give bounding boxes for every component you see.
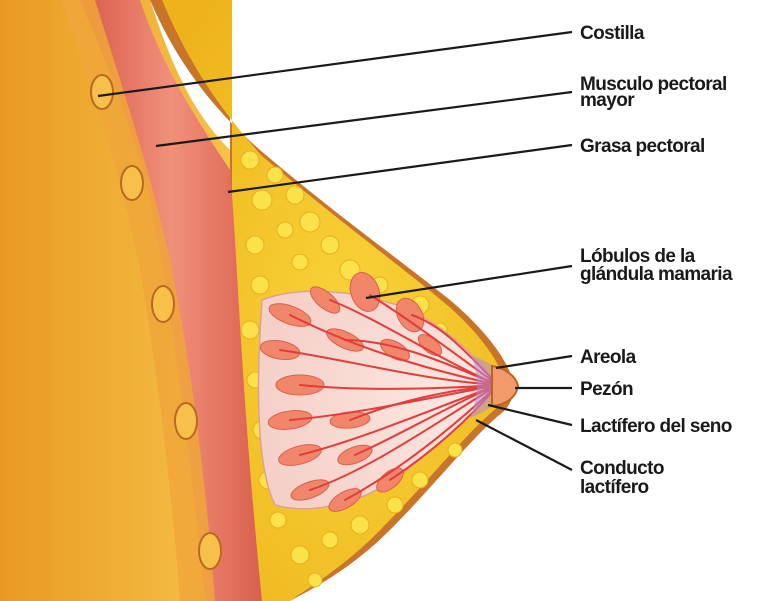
label-conducto-line1: Conducto [580, 458, 664, 479]
label-grasa-pectoral: Grasa pectoral [580, 136, 705, 157]
label-conducto-line2: lactífero [580, 477, 649, 498]
label-lactifero-seno: Lactífero del seno [580, 416, 732, 437]
leader-lactifero-seno [488, 405, 572, 425]
leader-conducto [476, 420, 572, 470]
label-costilla: Costilla [580, 23, 645, 44]
nipple [492, 366, 518, 406]
leader-areola [496, 356, 572, 368]
callout-labels: Costilla Musculo pectoral mayor Grasa pe… [580, 23, 733, 498]
label-lobulos-line2: glándula mamaria [580, 264, 733, 285]
label-areola: Areola [580, 347, 637, 368]
label-pezon: Pezón [580, 379, 633, 400]
label-musculo-pectoral-line2: mayor [580, 90, 635, 111]
